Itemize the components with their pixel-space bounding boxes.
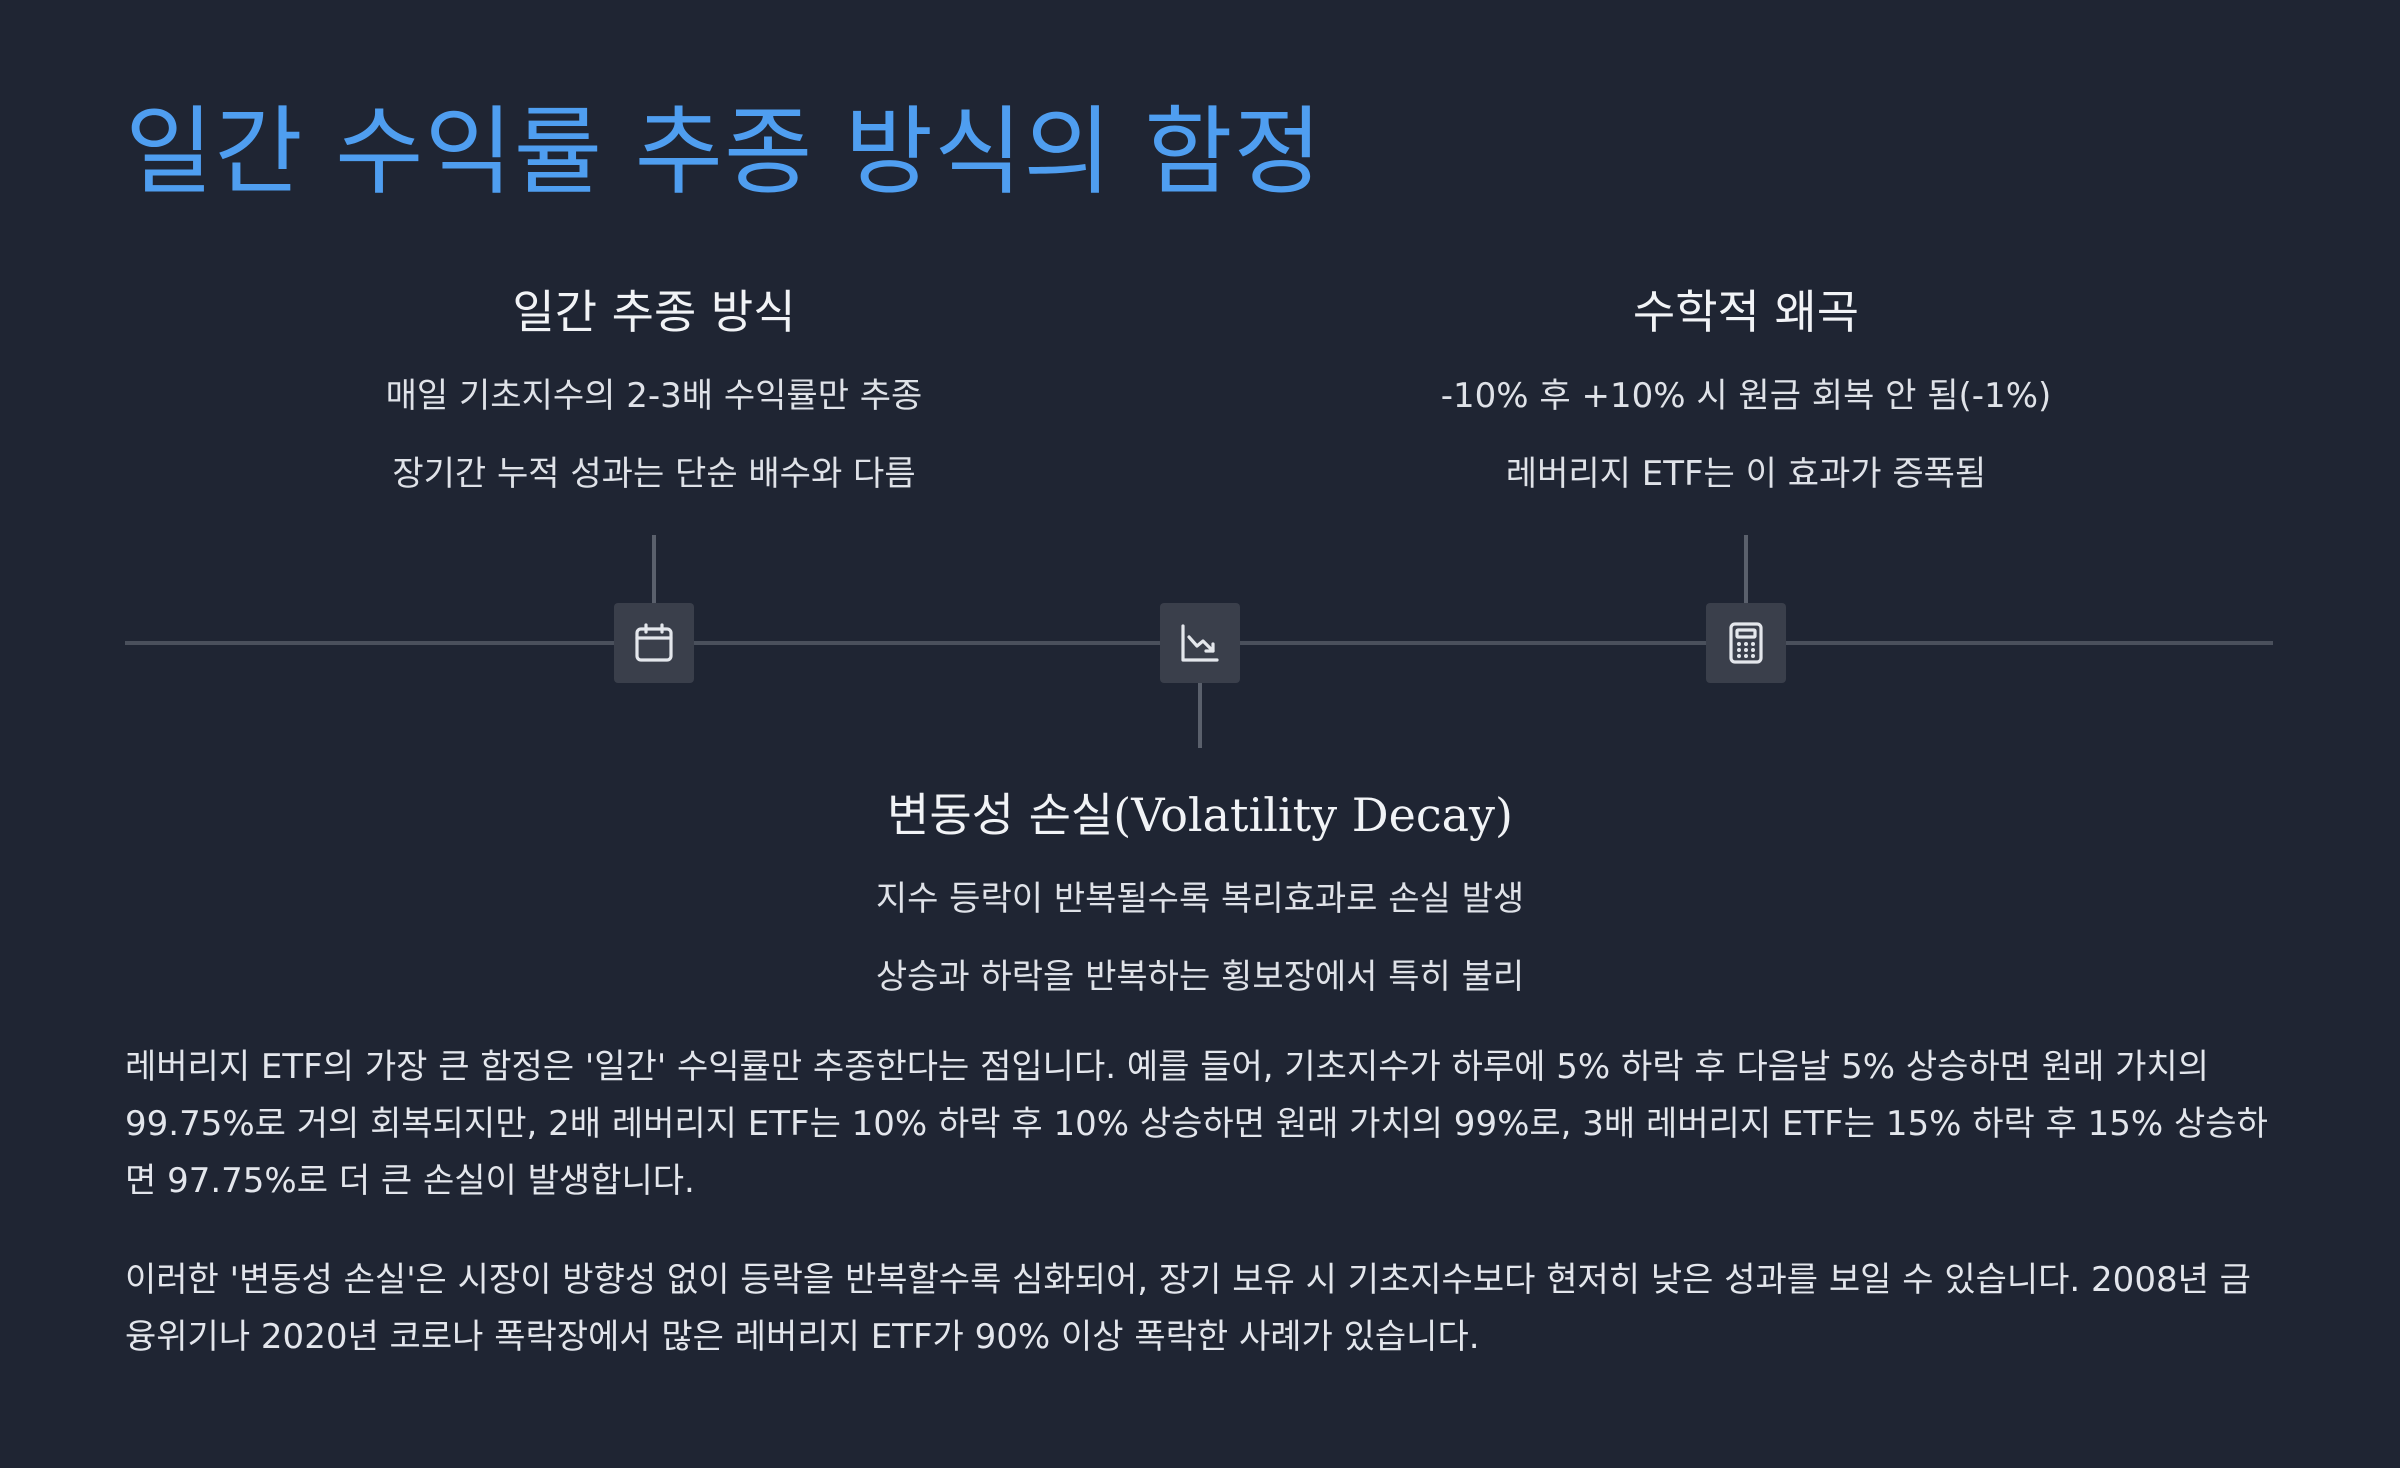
body-paragraph-2: 이러한 '변동성 손실'은 시장이 방향성 없이 등락을 반복할수록 심화되어,…	[125, 1260, 2251, 1357]
timeline-connector	[1744, 535, 1748, 603]
timeline-item-daily-tracking: 일간 추종 방식 매일 기초지수의 2-3배 수익률만 추종 장기간 누적 성과…	[244, 282, 1064, 496]
item-title: 변동성 손실(Volatility Decay)	[887, 788, 1513, 842]
page-title: 일간 수익률 추종 방식의 함정	[125, 96, 1323, 208]
timeline-item-volatility-decay: 변동성 손실(Volatility Decay) 지수 등락이 반복될수록 복리…	[790, 785, 1610, 999]
timeline-node-1	[614, 603, 694, 683]
timeline-node-3	[1706, 603, 1786, 683]
item-line: 지수 등락이 반복될수록 복리효과로 손실 발생	[875, 879, 1525, 919]
calendar-icon	[635, 623, 673, 662]
chart-down-icon	[1181, 624, 1219, 662]
item-line: -10% 후 +10% 시 원금 회복 안 됨(-1%)	[1440, 376, 2052, 416]
item-line: 레버리지 ETF는 이 효과가 증폭됨	[1505, 454, 1987, 494]
item-line: 상승과 하락을 반복하는 횡보장에서 특히 불리	[875, 957, 1525, 997]
item-title: 일간 추종 방식	[512, 285, 796, 339]
timeline-node-2	[1160, 603, 1240, 683]
timeline-connector	[1198, 682, 1202, 748]
body-paragraph-1: 레버리지 ETF의 가장 큰 함정은 '일간' 수익률만 추종한다는 점입니다.…	[125, 1047, 2268, 1201]
item-line: 매일 기초지수의 2-3배 수익률만 추종	[385, 376, 923, 416]
timeline-item-math-distortion: 수학적 왜곡 -10% 후 +10% 시 원금 회복 안 됨(-1%) 레버리지…	[1336, 282, 2156, 496]
timeline-connector	[652, 535, 656, 603]
item-line: 장기간 누적 성과는 단순 배수와 다름	[392, 454, 916, 494]
item-title: 수학적 왜곡	[1632, 285, 1860, 339]
calculator-icon	[1729, 622, 1763, 664]
